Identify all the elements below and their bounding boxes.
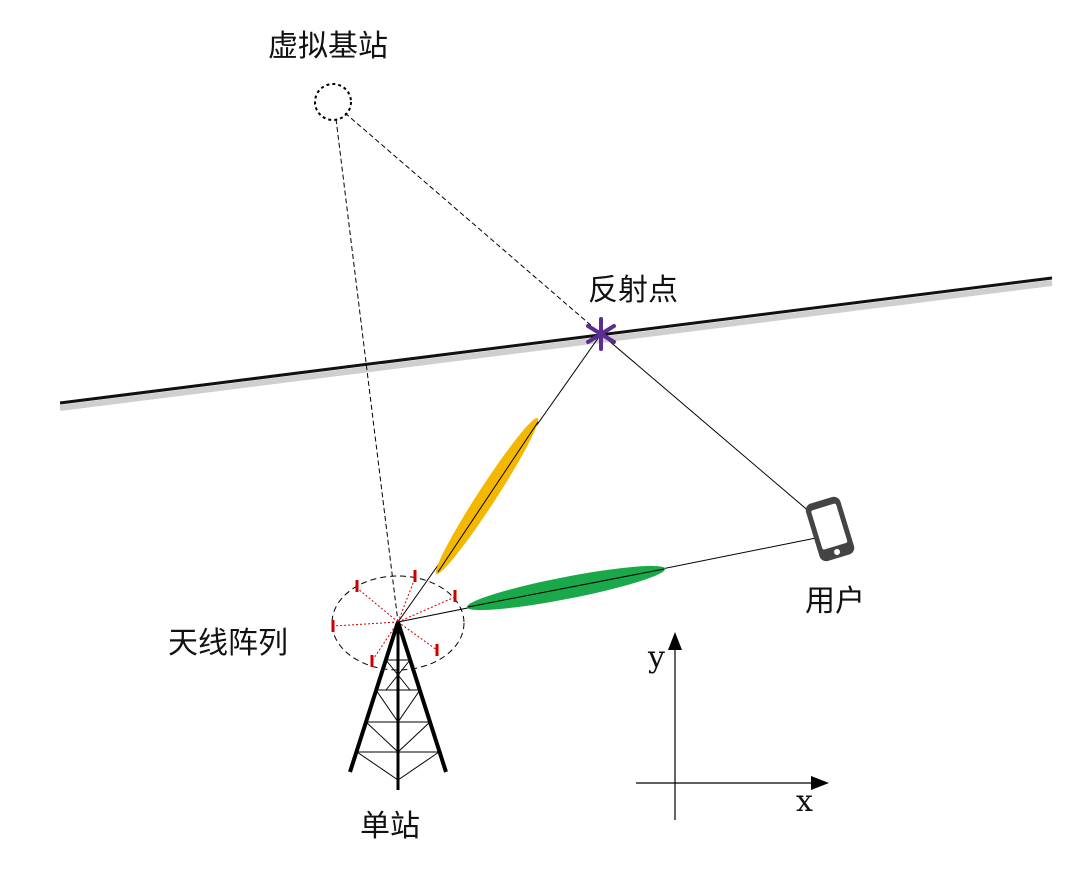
antenna-array bbox=[331, 570, 465, 671]
antenna-array-label: 天线阵列 bbox=[168, 626, 288, 661]
user-label: 用户 bbox=[805, 584, 865, 619]
axis-y-label: y bbox=[647, 640, 665, 675]
virtual-path-to-station bbox=[335, 118, 399, 623]
lattice-tower-icon bbox=[348, 621, 448, 790]
asterisk-icon bbox=[586, 317, 616, 351]
path-reflection-to-user bbox=[600, 333, 819, 520]
beam-reflected bbox=[435, 417, 539, 575]
dashed-circle-icon bbox=[314, 83, 352, 121]
virtual-path-to-reflection bbox=[344, 112, 602, 335]
smartphone-icon bbox=[805, 496, 855, 562]
coordinate-axes bbox=[636, 632, 829, 820]
single-station-label: 单站 bbox=[360, 809, 420, 844]
virtual-bs-label: 虚拟基站 bbox=[268, 29, 388, 64]
axis-x-label: x bbox=[796, 784, 813, 819]
reflector-surface bbox=[59, 276, 1053, 411]
reflection-point-label: 反射点 bbox=[588, 273, 678, 308]
